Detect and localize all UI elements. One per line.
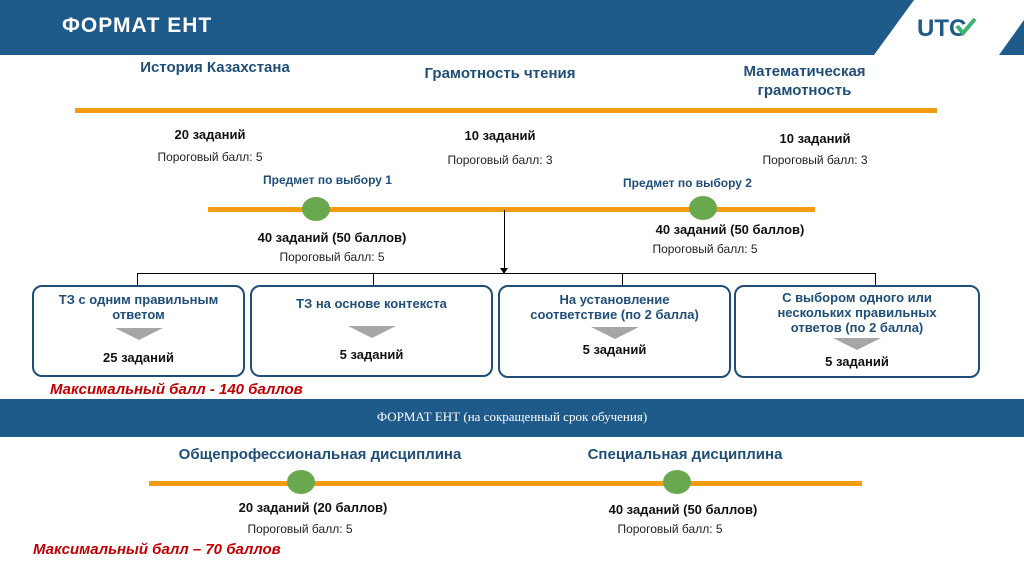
- task-type-box: ТЗ на основе контекста 5 заданий: [250, 285, 493, 377]
- subject-name: Математическая грамотность: [743, 63, 866, 99]
- task-type-count: 5 заданий: [339, 347, 404, 362]
- connector-drop: [622, 273, 623, 286]
- subject-name: Специальная дисциплина: [587, 446, 783, 463]
- task-type-count: 5 заданий: [825, 354, 889, 369]
- task-type-box: ТЗ с одним правильным ответом 25 заданий: [32, 285, 245, 377]
- subject-name: Грамотность чтения: [424, 65, 576, 82]
- timeline-dot: [663, 470, 691, 494]
- task-type-box: С выбором одного или нескольких правильн…: [734, 285, 980, 378]
- triangle-down-icon: [114, 328, 163, 340]
- tasks-count: 10 заданий: [779, 131, 851, 146]
- task-type-label: ТЗ на основе контекста: [296, 296, 447, 311]
- task-type-count: 5 заданий: [582, 342, 647, 357]
- task-type-label: С выбором одного или нескольких правильн…: [777, 290, 937, 335]
- task-type-label: ТЗ с одним правильным ответом: [58, 292, 219, 322]
- threshold: Пороговый балл: 3: [447, 153, 553, 167]
- max-score-2: Максимальный балл – 70 баллов: [33, 541, 281, 558]
- connector-drop: [875, 273, 876, 286]
- connector-drop: [373, 273, 374, 286]
- task-type-label: На установление соответствие (по 2 балла…: [530, 292, 699, 322]
- connector-vertical: [504, 210, 505, 272]
- arrow-down-icon: [500, 268, 508, 274]
- tasks-count: 10 заданий: [464, 128, 536, 143]
- tasks-count: 40 заданий (50 баллов): [655, 222, 805, 237]
- page-title: ФОРМАТ ЕНТ: [62, 14, 213, 37]
- section-band: [0, 399, 1024, 437]
- section-title: ФОРМАТ ЕНТ (на сокращенный срок обучения…: [376, 409, 648, 424]
- subject-name: Общепрофессиональная дисциплина: [178, 446, 462, 463]
- timeline-line-2: [208, 207, 815, 212]
- threshold: Пороговый балл: 5: [279, 250, 385, 264]
- timeline-line-3: [149, 481, 862, 486]
- timeline-dot: [689, 196, 717, 220]
- timeline-dot: [302, 197, 330, 221]
- tasks-count: 20 заданий: [174, 127, 246, 142]
- max-score-1: Максимальный балл - 140 баллов: [50, 381, 303, 398]
- timeline-line-1: [75, 108, 937, 113]
- connector-horizontal: [137, 273, 876, 274]
- triangle-down-icon: [347, 326, 396, 338]
- threshold: Пороговый балл: 3: [762, 153, 868, 167]
- threshold: Пороговый балл: 5: [247, 522, 353, 536]
- tasks-count: 20 заданий (20 баллов): [238, 500, 388, 515]
- threshold: Пороговый балл: 5: [617, 522, 723, 536]
- task-type-count: 25 заданий: [103, 350, 174, 365]
- tasks-count: 40 заданий (50 баллов): [608, 502, 758, 517]
- triangle-down-icon: [833, 338, 881, 350]
- connector-drop: [137, 273, 138, 286]
- threshold: Пороговый балл: 5: [157, 150, 263, 164]
- elective-label: Предмет по выбору 2: [623, 176, 752, 190]
- subject-name: История Казахстана: [140, 59, 290, 76]
- timeline-dot: [287, 470, 315, 494]
- logo: UTC: [839, 0, 1024, 55]
- tasks-count: 40 заданий (50 баллов): [257, 230, 407, 245]
- threshold: Пороговый балл: 5: [652, 242, 758, 256]
- triangle-down-icon: [590, 327, 639, 339]
- elective-label: Предмет по выбору 1: [263, 173, 392, 187]
- header-bar: [0, 0, 1024, 55]
- task-type-box: На установление соответствие (по 2 балла…: [498, 285, 731, 378]
